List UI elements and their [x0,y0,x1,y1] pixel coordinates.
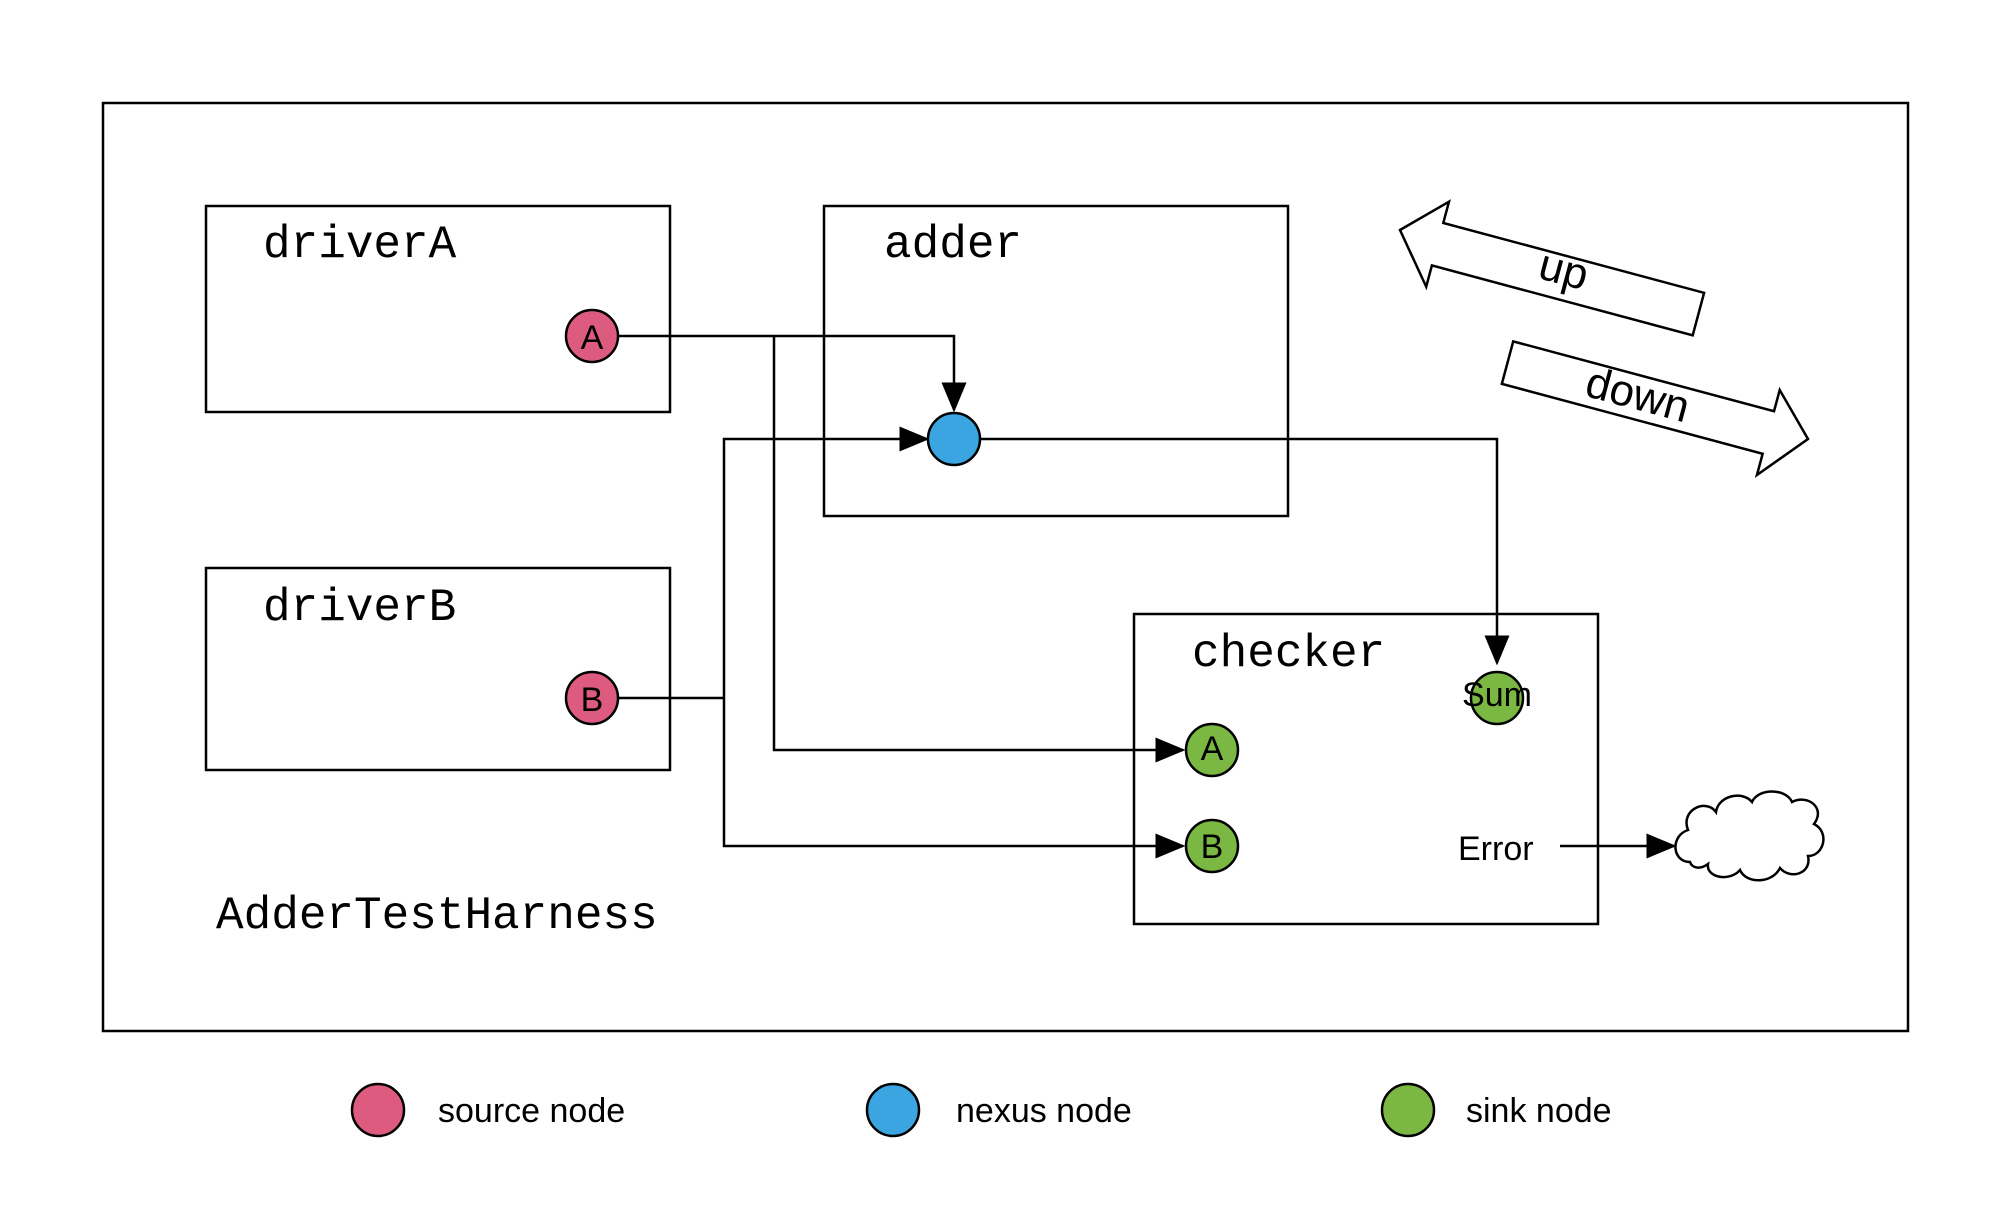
checker-sum-sink-node [1469,670,1525,726]
legend-nexus-label: nexus node [956,1092,1132,1130]
driver-a-port-label: A [581,319,604,357]
driver-b-block: driverB [204,566,672,772]
legend-sink-label: sink node [1466,1092,1612,1130]
checker-label: checker [1192,628,1385,680]
adder-block: adder [822,204,1290,518]
wire-a-to-checker [772,336,1186,763]
harness-frame [101,101,1910,1033]
wire-b-to-checker [722,698,1186,859]
wire-a-to-adder [618,334,967,413]
legend-source-swatch [350,1082,406,1138]
driver-b-source-node [564,670,620,726]
driver-a-block: driverA [204,204,672,414]
legend-sink-swatch [1380,1082,1436,1138]
adder-nexus-node [926,411,982,467]
harness-label: AdderTestHarness [216,890,658,942]
driver-b-label: driverB [263,582,456,634]
wire-adder-to-sum [980,437,1510,666]
legend: source node nexus node sink node [350,1082,1612,1138]
cloud-shape [1674,790,1825,882]
adder-label: adder [884,219,1022,271]
legend-source-label: source node [438,1092,625,1130]
driver-b-port-label: B [581,681,604,719]
checker-a-port-label: A [1201,730,1224,768]
down-arrow [1500,339,1810,479]
checker-b-port-label: B [1201,828,1224,866]
checker-block: checker [1132,612,1600,926]
wires [618,334,1677,859]
up-arrow [1398,199,1706,337]
wire-b-to-adder [722,426,930,698]
checker-error-label: Error [1458,830,1534,868]
checker-b-sink-node [1184,818,1240,874]
driver-a-label: driverA [263,219,457,271]
checker-a-sink-node [1184,722,1240,778]
legend-nexus-swatch [865,1082,921,1138]
driver-a-source-node [564,308,620,364]
checker-sum-label: Sum [1462,676,1532,714]
